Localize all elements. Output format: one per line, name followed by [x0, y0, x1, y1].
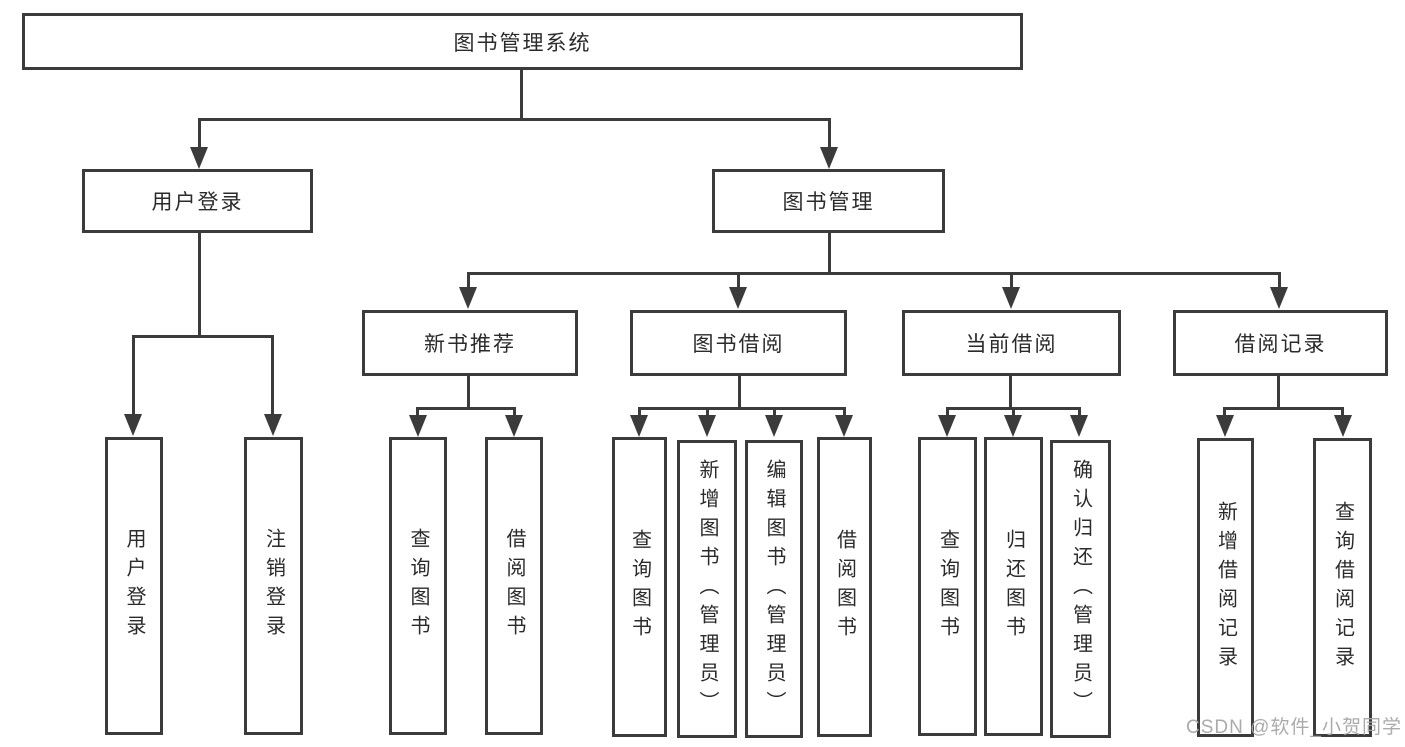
leaf-query-books-current-label: 查询图书	[936, 528, 959, 645]
connector-new-book-rec-split	[416, 407, 516, 410]
leaf-add-borrow-record-label: 新增借阅记录	[1214, 500, 1237, 675]
connector-feeder-book-borrow	[738, 376, 741, 410]
connector-drop-borrow-books	[843, 407, 846, 419]
leaf-query-books-borrow: 查询图书	[612, 437, 667, 737]
connector-user-login-split	[132, 335, 274, 338]
connector-drop-borrow-records	[1278, 272, 1281, 292]
arrowhead-confirm-return	[1070, 415, 1088, 437]
arrowhead-borrow-books-rec	[505, 415, 523, 437]
arrowhead-new-book-rec	[459, 287, 477, 309]
leaf-query-books-borrow-label: 查询图书	[628, 529, 651, 645]
connector-drop-query-books-rec	[416, 407, 419, 419]
csdn-watermark: CSDN @软件_小贺同学	[1186, 717, 1402, 738]
arrowhead-add-borrow-record	[1216, 415, 1234, 437]
leaf-add-books: 新增图书（管理员）	[677, 440, 737, 738]
leaf-user-login: 用户登录	[105, 437, 163, 735]
arrowhead-current-borrow	[1002, 287, 1020, 309]
node-book-borrow: 图书借阅	[630, 310, 847, 376]
connector-feeder-user-login	[198, 233, 201, 338]
connector-level3	[467, 272, 1281, 275]
leaf-confirm-return-label: 确认归还（管理员）	[1069, 458, 1092, 720]
node-new-book-rec-label: 新书推荐	[424, 333, 516, 356]
leaf-confirm-return: 确认归还（管理员）	[1050, 440, 1111, 738]
leaf-query-books-current: 查询图书	[918, 437, 977, 736]
arrowhead-query-books-borrow	[630, 415, 648, 437]
leaf-query-books-rec: 查询图书	[389, 437, 447, 735]
arrowhead-query-borrow-record	[1334, 415, 1352, 437]
connector-drop-add-borrow-record	[1223, 407, 1226, 419]
leaf-add-books-label: 新增图书（管理员）	[696, 458, 718, 720]
leaf-query-borrow-record-label: 查询借阅记录	[1331, 500, 1354, 675]
leaf-edit-books: 编辑图书（管理员）	[745, 440, 803, 738]
connector-feeder-book-mgmt	[828, 233, 831, 275]
leaf-return-books: 归还图书	[984, 437, 1043, 736]
arrowhead-leaf-user-login	[124, 414, 142, 436]
connector-borrow-records-split	[1223, 407, 1344, 410]
arrowhead-return-books	[1004, 415, 1022, 437]
node-root: 图书管理系统	[22, 13, 1023, 70]
leaf-query-borrow-record: 查询借阅记录	[1313, 438, 1372, 737]
arrowhead-user-login	[190, 147, 208, 169]
node-user-login: 用户登录	[82, 169, 313, 233]
node-borrow-records-label: 借阅记录	[1234, 333, 1327, 356]
leaf-borrow-books-rec-label: 借阅图书	[503, 528, 525, 644]
leaf-add-borrow-record: 新增借阅记录	[1197, 438, 1254, 737]
arrowhead-book-mgmt	[820, 147, 838, 169]
leaf-edit-books-label: 编辑图书（管理员）	[763, 458, 785, 720]
connector-drop-edit-books	[773, 407, 776, 419]
arrowhead-borrow-records	[1270, 287, 1288, 309]
leaf-borrow-books: 借阅图书	[817, 437, 872, 737]
node-book-mgmt-label: 图书管理	[782, 191, 875, 214]
connector-drop-borrow-books-rec	[513, 407, 516, 419]
connector-level1	[198, 118, 831, 121]
node-current-borrow: 当前借阅	[902, 310, 1121, 376]
leaf-borrow-books-rec: 借阅图书	[485, 437, 543, 735]
connector-feeder-borrow-records	[1277, 376, 1280, 410]
leaf-logout-label: 注销登录	[262, 528, 285, 644]
leaf-query-books-rec-label: 查询图书	[407, 528, 429, 644]
arrowhead-add-books	[698, 415, 716, 437]
connector-drop-return-books	[1012, 407, 1015, 419]
node-new-book-rec: 新书推荐	[362, 310, 578, 376]
connector-drop-confirm-return	[1078, 407, 1081, 419]
leaf-user-login-label: 用户登录	[123, 528, 145, 644]
leaf-return-books-label: 归还图书	[1002, 528, 1025, 645]
connector-drop-book-mgmt	[828, 118, 831, 152]
connector-drop-book-borrow	[737, 272, 740, 292]
connector-feeder-current-borrow	[1009, 376, 1012, 410]
node-borrow-records: 借阅记录	[1173, 310, 1388, 376]
connector-drop-user-login	[198, 118, 201, 152]
node-current-borrow-label: 当前借阅	[965, 333, 1058, 356]
leaf-logout: 注销登录	[244, 437, 303, 735]
node-user-login-label: 用户登录	[151, 191, 244, 214]
connector-book-borrow-split	[638, 407, 846, 410]
connector-drop-leaf-logout	[271, 335, 274, 418]
connector-trunk	[520, 70, 523, 121]
connector-feeder-new-book-rec	[467, 376, 470, 410]
node-book-borrow-label: 图书借阅	[692, 333, 785, 356]
connector-drop-current-borrow	[1010, 272, 1013, 292]
connector-drop-query-borrow-record	[1341, 407, 1344, 419]
connector-drop-new-book-rec	[467, 272, 470, 292]
arrowhead-query-books-current	[938, 415, 956, 437]
node-book-mgmt: 图书管理	[712, 169, 945, 233]
arrowhead-edit-books	[765, 415, 783, 437]
leaf-borrow-books-label: 借阅图书	[833, 529, 856, 645]
arrowhead-book-borrow	[729, 287, 747, 309]
connector-drop-query-books-current	[946, 407, 949, 419]
arrowhead-leaf-logout	[264, 414, 282, 436]
arrowhead-borrow-books	[835, 415, 853, 437]
connector-drop-query-books-borrow	[638, 407, 641, 419]
connector-drop-leaf-user-login	[132, 335, 135, 418]
connector-drop-add-books	[706, 407, 709, 419]
node-root-label: 图书管理系统	[453, 31, 592, 55]
arrowhead-query-books-rec	[409, 415, 427, 437]
